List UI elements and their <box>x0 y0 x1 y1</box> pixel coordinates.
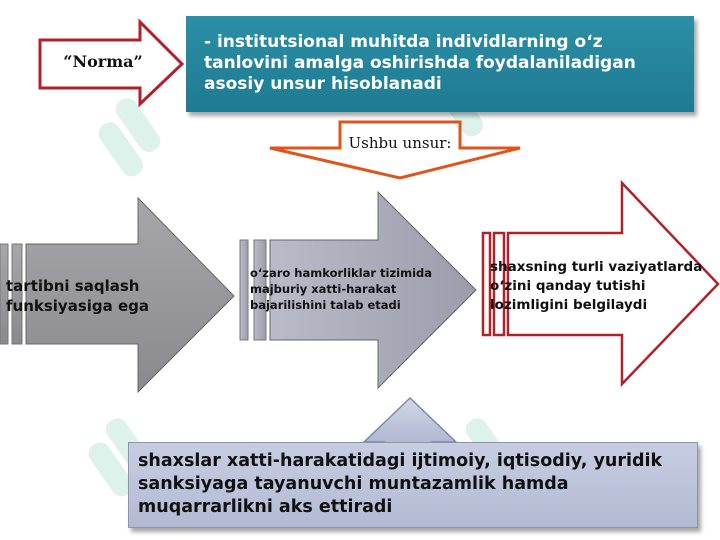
unsur-label: Ushbu unsur: <box>348 134 452 152</box>
arrow-right-text: shaxsning turli vaziyatlarda oʻzini qand… <box>490 259 703 313</box>
definition-text: - institutsional muhitda individlarning … <box>204 32 636 94</box>
arrow-left-shape <box>0 196 235 394</box>
definition-box <box>186 16 694 112</box>
norma-arrow <box>38 18 185 108</box>
bottom-box <box>128 442 698 528</box>
norma-label: “Norma” <box>63 52 143 71</box>
arrow-right-shape <box>481 179 720 388</box>
arrow-middle-text: oʻzaro hamkorliklar tizimida majburiy xa… <box>250 266 433 312</box>
arrow-middle-shape <box>239 190 477 390</box>
bottom-text: shaxslar xatti-harakatidagi ijtimoiy, iq… <box>138 451 663 517</box>
arrow-left-text: tartibni saqlash funksiyasiga ega <box>6 277 150 315</box>
down-arrow-orange <box>269 120 521 180</box>
